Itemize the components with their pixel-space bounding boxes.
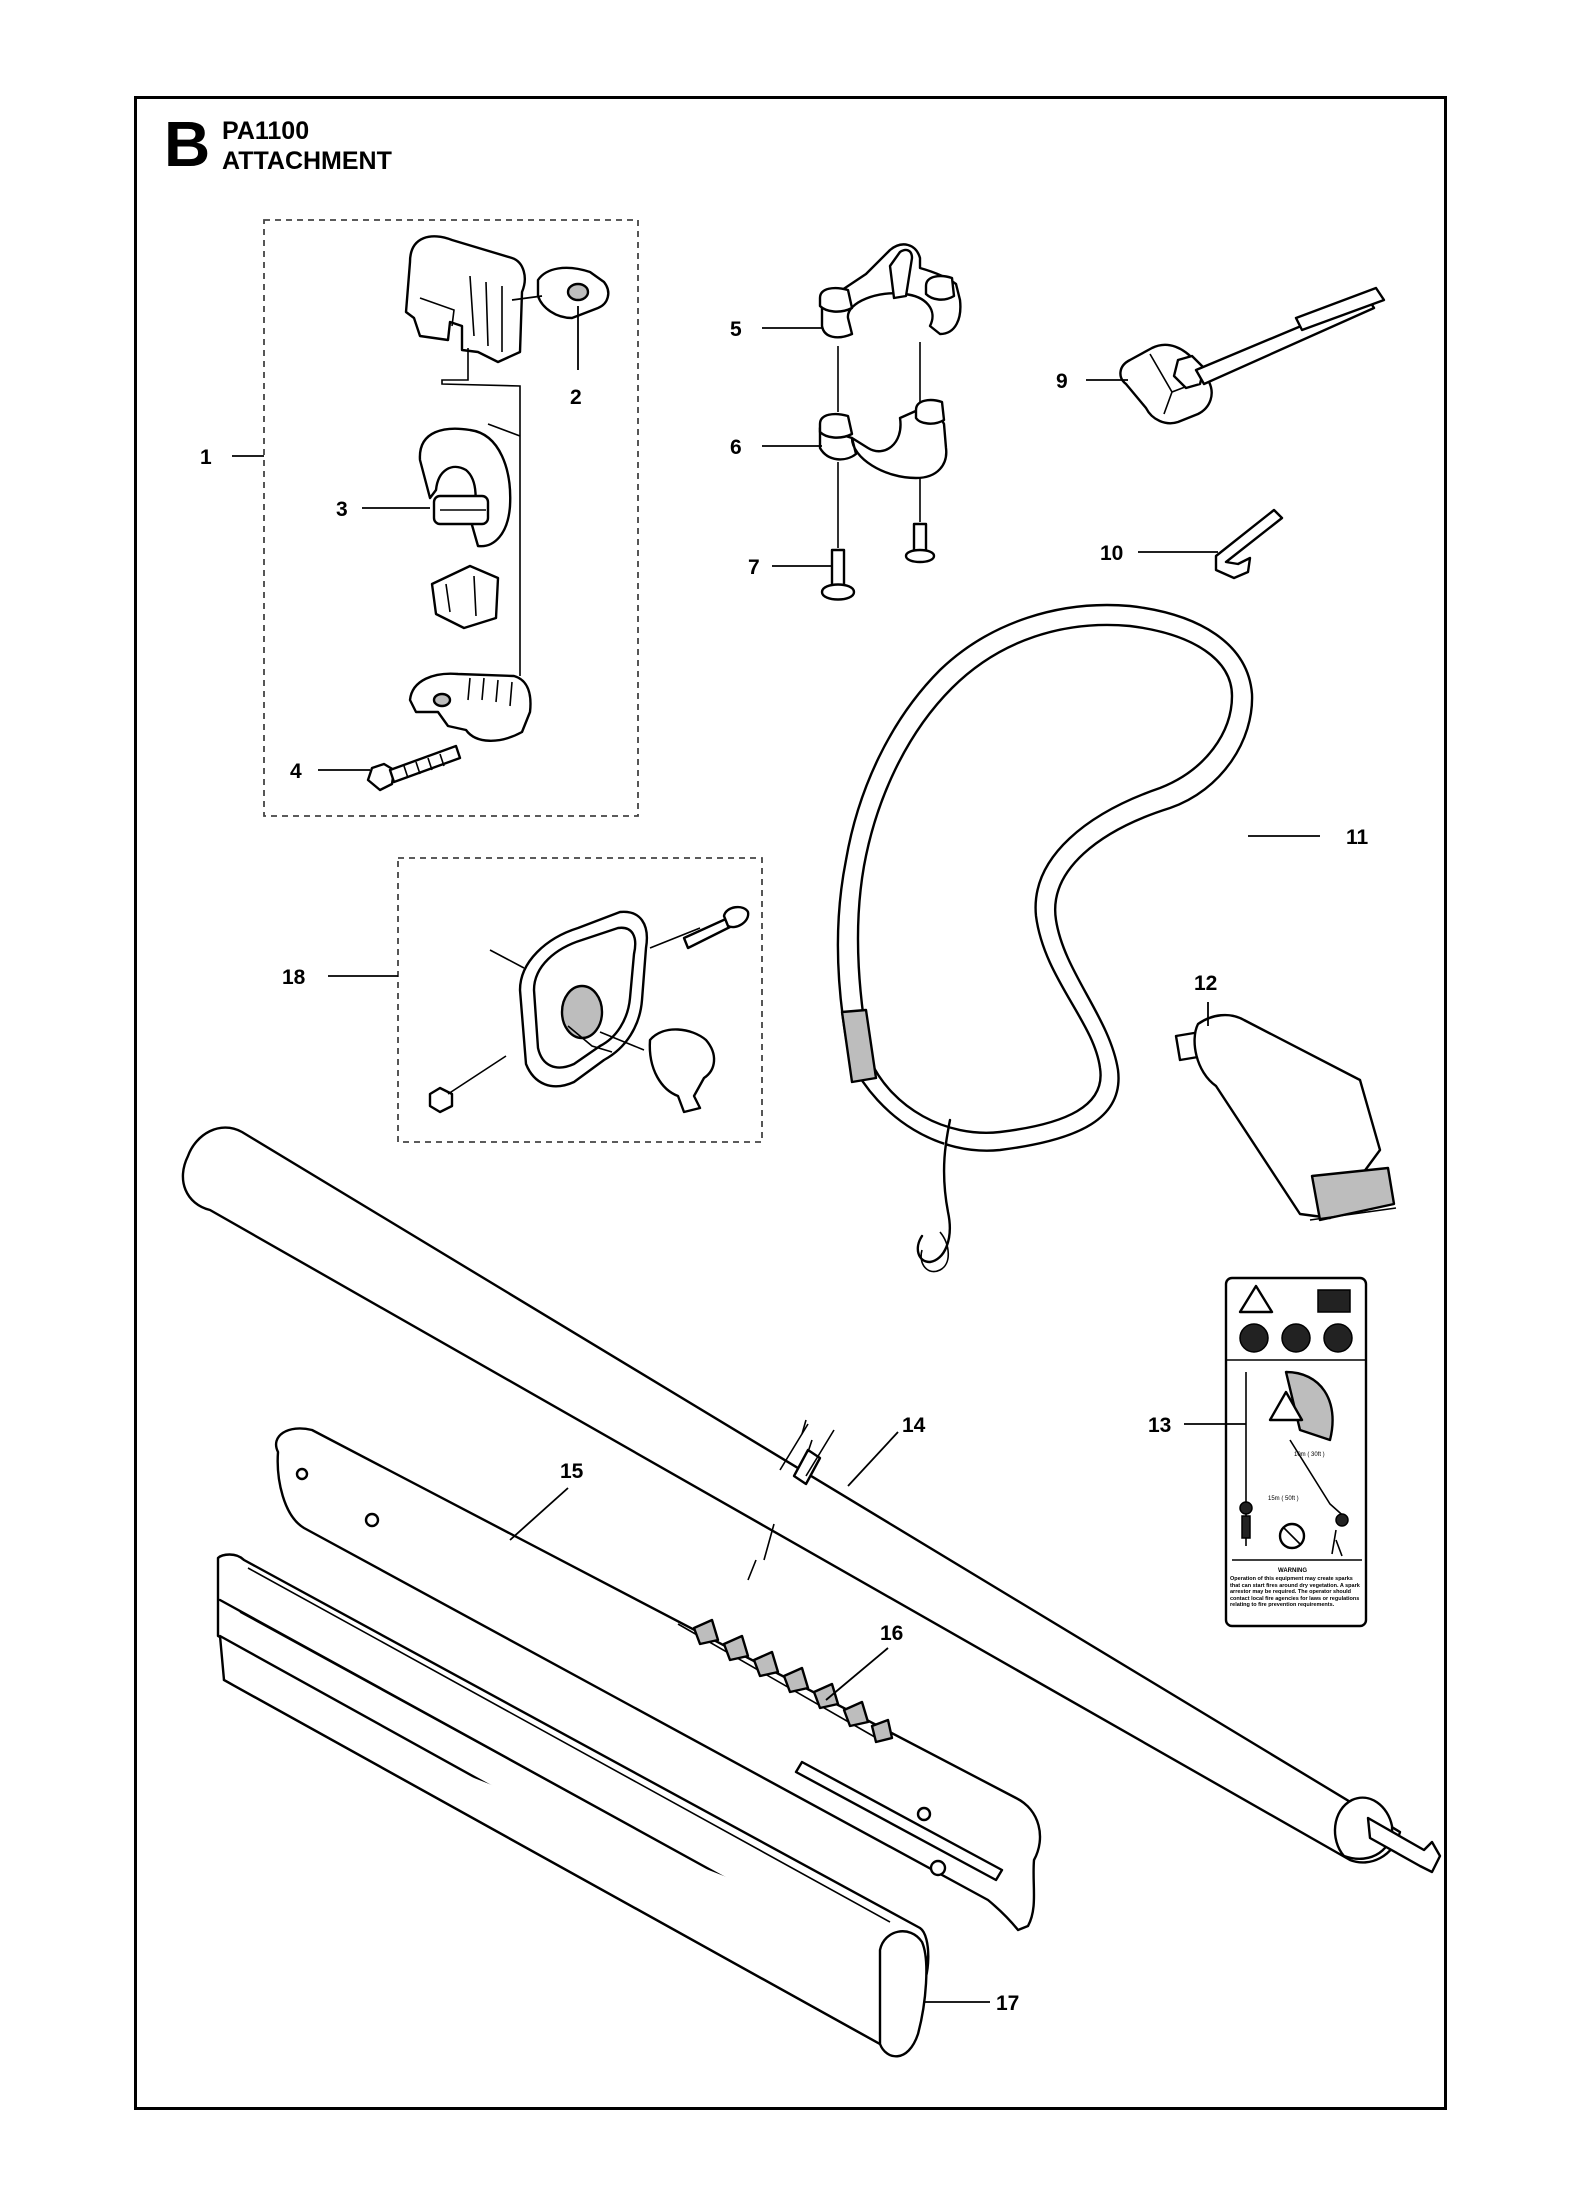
- section-letter: B: [164, 108, 211, 180]
- callout-18: 18: [282, 966, 306, 989]
- part-bolt-4: [366, 744, 462, 792]
- part-hex-key: [1214, 508, 1284, 580]
- part-harness-hook-top: [404, 235, 610, 364]
- callout-9: 9: [1056, 370, 1068, 393]
- leader-16: [825, 1647, 889, 1701]
- part-harness-strap: [836, 603, 1254, 1273]
- callout-5: 5: [730, 318, 742, 341]
- part-combi-wrench: [1119, 286, 1386, 425]
- callout-12: 12: [1194, 972, 1217, 995]
- part-hook-bottom-cover: [408, 672, 532, 742]
- callout-13: 13: [1148, 1414, 1171, 1437]
- part-clip: [430, 564, 500, 630]
- callout-1: 1: [200, 446, 212, 469]
- assembly-guide-line-2: [487, 423, 521, 437]
- callout-15: 15: [560, 1460, 584, 1483]
- part-guide-bar: [275, 1427, 1042, 1932]
- part-d-ring: [418, 427, 512, 548]
- part-saw-chain: [677, 1618, 894, 1744]
- section-subtitle: ATTACHMENT: [222, 147, 392, 175]
- callout-6: 6: [730, 436, 742, 459]
- callout-14: 14: [902, 1414, 926, 1437]
- part-grease-tube: [1174, 1013, 1397, 1222]
- callout-11: 11: [1346, 826, 1369, 849]
- part-shaft-tube: [181, 1126, 1442, 1874]
- title-block: PA1100 ATTACHMENT: [222, 116, 392, 176]
- part-bar-cover: [216, 1553, 930, 2058]
- assembly-box-item-1: [263, 219, 639, 817]
- part-guard-plate: [428, 905, 750, 1114]
- leader-14: [847, 1431, 899, 1487]
- drawing-frame: [134, 96, 1447, 2110]
- callout-3: 3: [336, 498, 348, 521]
- callout-16: 16: [880, 1622, 903, 1645]
- callout-2: 2: [570, 386, 582, 409]
- decal-warning-heading: WARNING: [1278, 1568, 1307, 1574]
- part-clamp-upper: [818, 243, 962, 339]
- assembly-box-item-18: [397, 857, 763, 1143]
- decal-distance-2: 10m ( 30ft ): [1294, 1452, 1325, 1458]
- decal-distance-1: 15m ( 50ft ): [1268, 1496, 1299, 1502]
- leader-15: [509, 1487, 569, 1541]
- model-name: PA1100: [222, 117, 310, 145]
- warning-decal: 15m ( 50ft ) 10m ( 30ft ) WARNING Operat…: [1224, 1276, 1368, 1628]
- decal-warning-body: Operation of this equipment may create s…: [1230, 1576, 1360, 1608]
- callout-17: 17: [996, 1992, 1019, 2015]
- part-clamp-lower: [818, 398, 948, 480]
- callout-10: 10: [1100, 542, 1123, 565]
- assembly-guide-line: [441, 348, 521, 676]
- callout-4: 4: [290, 760, 302, 783]
- callout-7: 7: [748, 556, 760, 579]
- part-screw-7: [820, 342, 936, 601]
